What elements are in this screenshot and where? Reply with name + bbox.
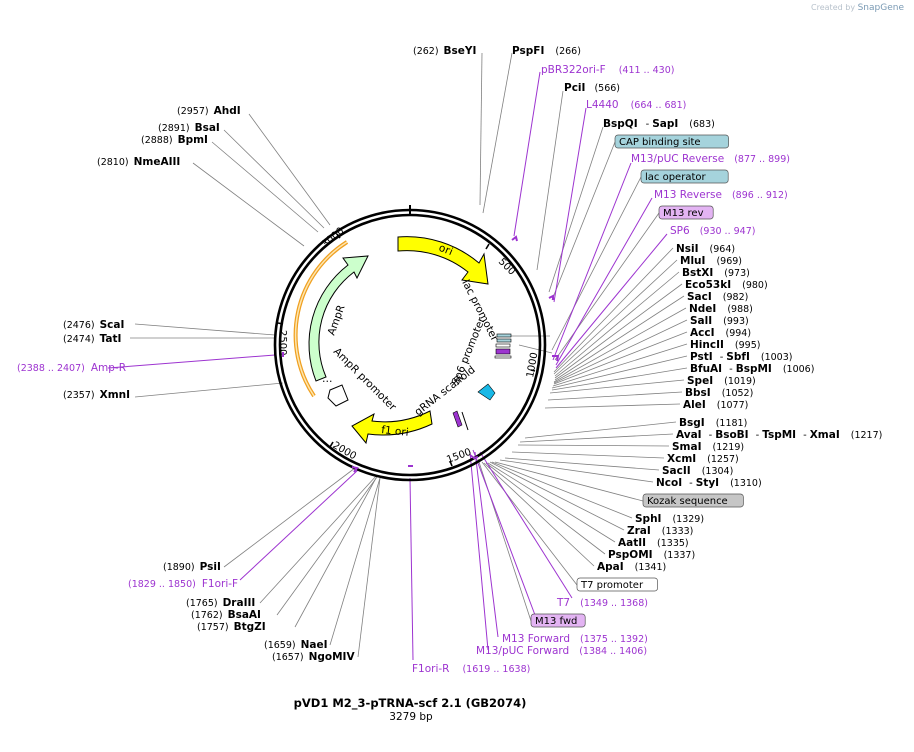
site-marks	[282, 235, 560, 473]
primer-t7: T7(1349 .. 1368)	[556, 597, 648, 609]
enzyme-xmni: (2357)XmnI	[63, 389, 130, 401]
primer-leaders	[107, 71, 668, 661]
enzyme-alei: AleI(1077)	[683, 399, 748, 411]
enzyme-draiii: (1765)DraIII	[186, 597, 255, 609]
enzyme-bsai: (2891)BsaI	[158, 122, 220, 134]
enzyme-avai: AvaI-BsoBI-TspMI-XmaI(1217)	[676, 429, 882, 441]
feature-box-label: T7 promoter	[580, 580, 644, 591]
enzyme-xcmi: XcmI(1257)	[667, 453, 739, 465]
enzyme-bfuai: BfuAI-BspMI(1006)	[690, 363, 814, 375]
feature-ampr-label: AmpR	[326, 303, 348, 337]
plasmid-title: pVD1 M2_3-pTRNA-scf 2.1 (GB2074)	[294, 696, 527, 711]
top-bspqi: BspQI-SapI(683)	[603, 118, 715, 130]
enzyme-zrai: ZraI(1333)	[627, 525, 693, 537]
credit-prefix: Created by	[811, 3, 856, 12]
tick-2000: 2000	[331, 440, 359, 462]
enzyme-smai: SmaI(1219)	[672, 441, 744, 453]
enzyme-eco53ki: Eco53kI(980)	[685, 279, 768, 291]
enzyme-bpmi: (2888)BpmI	[141, 134, 208, 146]
tick-2500: 2500	[277, 330, 288, 355]
snapgene-credit: Created by SnapGene	[811, 3, 904, 13]
feature-box-label: lac operator	[645, 172, 706, 183]
top-bseyi: (262)BseYI	[413, 45, 476, 57]
enzyme-bstxi: BstXI(973)	[682, 267, 750, 279]
feature-box-m13-fwd	[530, 613, 586, 628]
enzyme-nsii: NsiI(964)	[676, 243, 735, 255]
svg-text:…: …	[322, 373, 333, 385]
svg-text:ori: ori	[437, 242, 455, 258]
primer-m13-puc-reverse: M13/pUC Reverse(877 .. 899)	[631, 153, 790, 165]
feature-box-label: Kozak sequence	[647, 496, 728, 507]
top-l4440: L4440(664 .. 681)	[586, 99, 686, 111]
enzyme-apai: ApaI(1341)	[597, 561, 666, 573]
feature-box-cap-binding-site	[614, 134, 729, 149]
enzyme-nmeaiii: (2810)NmeAIII	[97, 156, 180, 168]
primer-f1ori-f: (1829 .. 1850)F1ori-F	[128, 578, 238, 590]
lower-labels: BsgI(1181)AvaI-BsoBI-TspMI-XmaI(1217)Sma…	[476, 417, 882, 657]
enzyme-acci: AccI(994)	[690, 327, 751, 339]
enzyme-psii: (1890)PsiI	[163, 561, 221, 573]
feature-ori-label: ori	[437, 242, 455, 258]
feature-ori	[397, 236, 489, 285]
enzyme-scai: (2476)ScaI	[63, 319, 124, 331]
feature-box-t7-promoter	[576, 577, 658, 592]
tick-marks	[277, 233, 536, 467]
enzyme-bsaai: (1762)BsaAI	[191, 609, 261, 621]
enzyme-bsgi: BsgI(1181)	[679, 417, 747, 429]
feature-f1-ori	[351, 410, 433, 445]
top-pbr322ori: pBR322ori-F(411 .. 430)	[541, 64, 674, 76]
feature-box-kozak-sequence	[642, 493, 744, 508]
feature-box-label: M13 fwd	[535, 616, 577, 627]
primer-m13-reverse: M13 Reverse(896 .. 912)	[654, 189, 788, 201]
tick-1000: 1000	[525, 352, 540, 379]
enzyme-spei: SpeI(1019)	[687, 375, 756, 387]
tick-1500: 1500	[445, 447, 473, 466]
feature-box-lac-operator	[640, 169, 729, 184]
top-pcii: PciI(566)	[564, 82, 620, 94]
primer-m13-puc-forward: M13/pUC Forward(1384 .. 1406)	[476, 645, 647, 657]
enzyme-sacii: SacII(1304)	[662, 465, 733, 477]
enzyme-tati: (2474)TatI	[63, 333, 121, 345]
feature-grna-label: gRNA scaffold	[412, 364, 477, 419]
feature-f1-label: f1 ori	[381, 424, 409, 439]
enzyme-saci: SacI(982)	[687, 291, 748, 303]
enzyme-ahdi: (2957)AhdI	[177, 105, 241, 117]
enzyme-sphi: SphI(1329)	[635, 513, 704, 525]
primer-m13-forward: M13 Forward(1375 .. 1392)	[502, 633, 648, 645]
small-features	[452, 333, 512, 431]
primer-amp-r: (2388 .. 2407)Amp-R	[17, 362, 126, 374]
feature-box-label: M13 rev	[663, 208, 704, 219]
enzyme-pspomi: PspOMI(1337)	[608, 549, 695, 561]
feature-box-m13-rev	[658, 205, 714, 220]
enzyme-bbsi: BbsI(1052)	[685, 387, 753, 399]
enzyme-ndei: NdeI(988)	[689, 303, 753, 315]
enzyme-ncoi: NcoI-StyI(1310)	[656, 477, 762, 489]
left-labels: (2957)AhdI (2891)BsaI(2888)BpmI (2810)NmeA…	[17, 105, 530, 675]
enzyme-aatii: AatII(1335)	[618, 537, 689, 549]
enzyme-psti: PstI-SbfI(1003)	[690, 351, 792, 363]
plasmid-length: 3279 bp	[389, 711, 433, 723]
top-pspfi: PspFI(266)	[512, 45, 581, 57]
enzyme-btgzi: (1757)BtgZI	[197, 621, 266, 633]
enzyme-sali: SalI(993)	[690, 315, 749, 327]
enzyme-ngomiv: (1657)NgoMIV	[272, 651, 355, 663]
feature-ampr-promoter	[327, 384, 349, 407]
feature-box-label: CAP binding site	[619, 137, 701, 148]
enzyme-mlui: MluI(969)	[680, 255, 742, 267]
primer-f1ori-r: F1ori-R(1619 .. 1638)	[412, 663, 530, 675]
enzyme-naei: (1659)NaeI	[264, 639, 328, 651]
snapgene-logo: SnapGene	[857, 3, 904, 13]
backbone-inner	[278, 213, 542, 477]
leader-lines	[130, 52, 688, 658]
feature-ampr	[308, 255, 369, 382]
enzyme-hincii: HincII(995)	[690, 339, 760, 351]
primer-sp6: SP6(930 .. 947)	[670, 225, 755, 237]
